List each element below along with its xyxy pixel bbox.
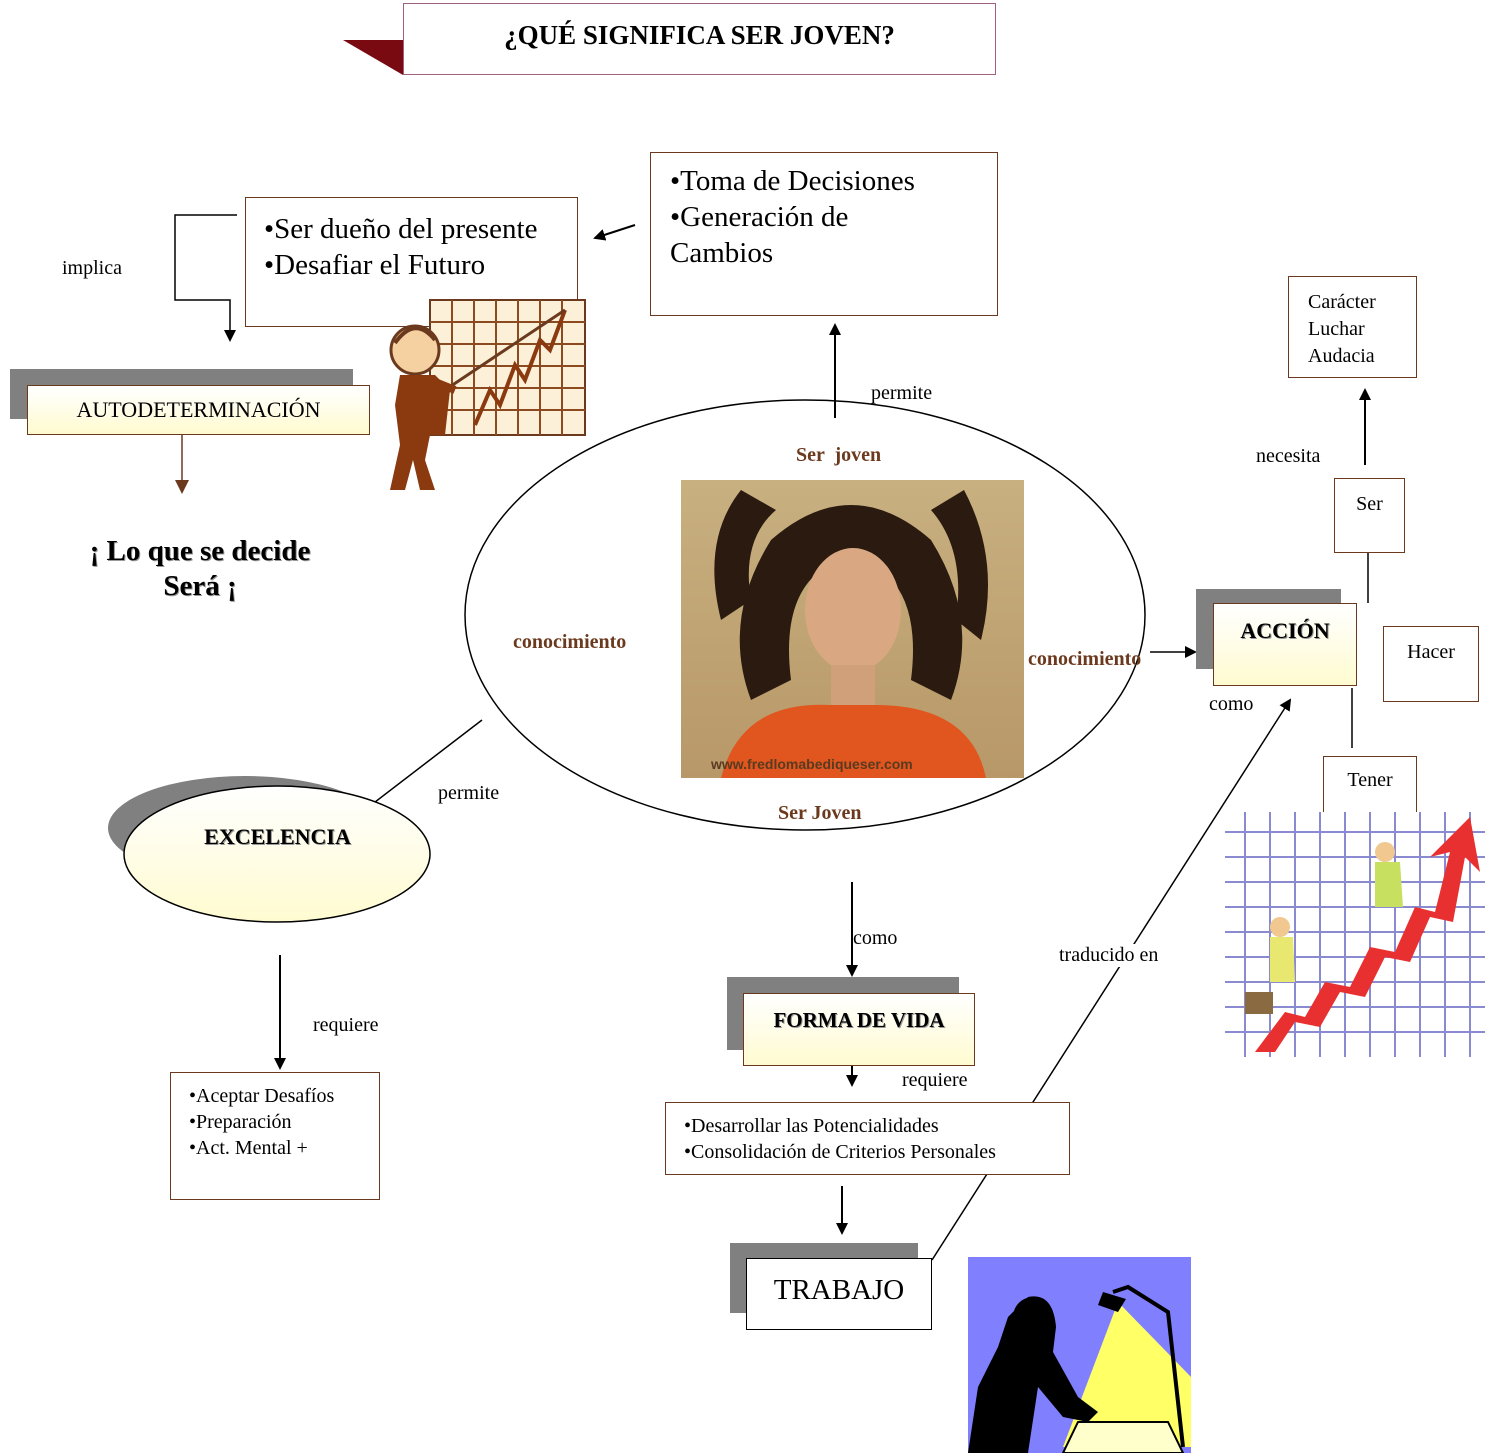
excelencia-shape <box>108 776 431 923</box>
implica-connector <box>174 214 237 342</box>
requiere-center-label: requiere <box>902 1069 968 1091</box>
permite-left-label: permite <box>438 782 500 804</box>
present-line-1: •Ser dueño del presente <box>264 213 538 245</box>
forma-de-vida-box <box>743 993 975 1066</box>
center-right-label: conocimiento <box>1028 648 1142 670</box>
ser-box <box>1334 478 1405 553</box>
potencialidades-line-2: •Consolidación de Criterios Personales <box>684 1141 996 1163</box>
arrow-decisions-to-present <box>593 224 636 241</box>
trabajo-box <box>746 1258 932 1330</box>
caracter-box: Carácter Luchar Audacia <box>1288 276 1417 378</box>
hacer-label: Hacer <box>1407 641 1455 663</box>
presenter-chart-clipart <box>389 299 586 490</box>
permite-top-label: permite <box>871 382 933 404</box>
ser-label: Ser <box>1356 493 1383 515</box>
caracter-line-2: Luchar <box>1308 318 1365 340</box>
decisions-line-1: •Toma de Decisiones <box>670 165 915 197</box>
arrow-permite-excelencia <box>360 719 483 814</box>
present-line-2: •Desafiar el Futuro <box>264 249 486 281</box>
climbing-arrow-clipart <box>1225 812 1485 1057</box>
page-title: ¿QUÉ SIGNIFICA SER JOVEN? <box>504 20 895 50</box>
necesita-label: necesita <box>1256 445 1321 467</box>
accion-label: ACCIÓN <box>1240 618 1330 643</box>
desafios-line-3: •Act. Mental + <box>189 1137 308 1159</box>
woman-desk-lamp-clipart <box>968 1257 1191 1453</box>
tener-box <box>1323 756 1417 812</box>
young-woman-photo: www.fredlomabediqueser.com <box>681 480 1024 778</box>
trabajo-label: TRABAJO <box>773 1274 905 1306</box>
autodeterminacion-label: AUTODETERMINACIÓN <box>76 397 321 422</box>
title-box <box>403 3 996 75</box>
autodeterminacion-box <box>27 385 370 435</box>
slogan-line-1: ¡ Lo que se decide <box>89 535 311 567</box>
excelencia-label: EXCELENCIA <box>204 824 351 849</box>
center-left-label: conocimiento <box>513 631 627 653</box>
como-center-label: como <box>853 927 898 949</box>
traducido-label: traducido en <box>1059 944 1159 967</box>
present-box: •Ser dueño del presente •Desafiar el Fut… <box>245 197 578 327</box>
title-pennant <box>343 40 403 75</box>
hacer-box <box>1383 626 1479 702</box>
desafios-box: •Aceptar Desafíos •Preparación •Act. Men… <box>170 1072 380 1200</box>
tener-label: Tener <box>1347 769 1393 791</box>
decisions-box: •Toma de Decisiones •Generación de Cambi… <box>650 152 998 316</box>
potencialidades-box: •Desarrollar las Potencialidades •Consol… <box>665 1102 1070 1175</box>
desafios-line-2: •Preparación <box>189 1111 292 1133</box>
center-top-label: Ser joven <box>796 444 882 466</box>
decisions-line-2: •Generación de <box>670 201 849 233</box>
desafios-line-1: •Aceptar Desafíos <box>189 1085 335 1107</box>
photo-watermark: www.fredlomabediqueser.com <box>711 756 913 772</box>
center-bottom-label: Ser Joven <box>778 802 862 824</box>
caracter-line-1: Carácter <box>1308 291 1376 313</box>
caracter-line-3: Audacia <box>1308 345 1375 367</box>
requiere-left-label: requiere <box>313 1014 379 1036</box>
forma-de-vida-label: FORMA DE VIDA <box>773 1008 945 1032</box>
implica-label: implica <box>62 257 122 279</box>
potencialidades-line-1: •Desarrollar las Potencialidades <box>684 1115 939 1137</box>
accion-box <box>1213 603 1357 686</box>
decisions-line-3: Cambios <box>670 237 774 269</box>
como-right-label: como <box>1209 693 1254 715</box>
center-ellipse <box>464 399 1146 831</box>
slogan-line-2: Será ¡ <box>163 570 237 602</box>
